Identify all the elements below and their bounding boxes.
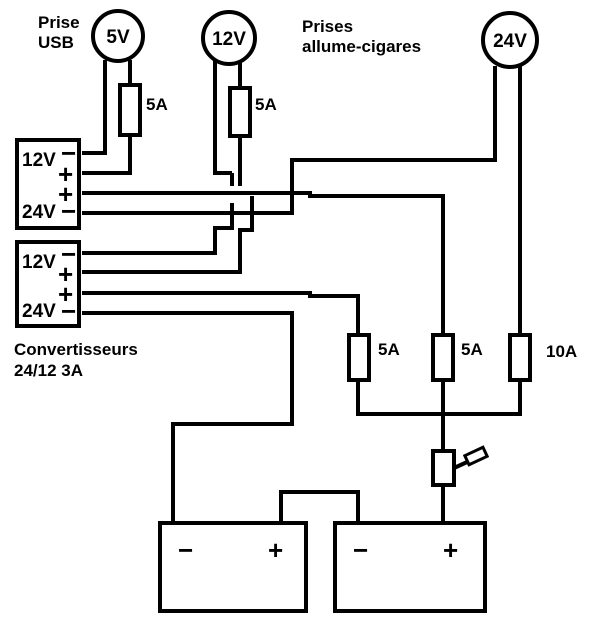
fuse-12v-rating: 5A	[255, 95, 277, 114]
wire-fuse-bus	[356, 382, 522, 416]
lighter-socket-12v-label: 12V	[212, 29, 246, 50]
converter-1-out-voltage: 12V	[22, 150, 56, 171]
converter-2-in-voltage: 24V	[22, 301, 56, 322]
battery-1: − +	[158, 521, 308, 613]
converter-2-out-plus: +	[58, 259, 73, 289]
wire-usb-fuse-out	[82, 137, 132, 175]
lighter-socket-24v: 24V	[481, 11, 539, 69]
converters-label-line1: Convertisseurs	[14, 340, 138, 359]
usb-socket-label: 5V	[106, 27, 130, 48]
converter-1-out-minus: −	[61, 138, 76, 168]
battery-2-minus: −	[353, 535, 368, 565]
wires	[82, 60, 522, 525]
usb-label-line1: Prise	[38, 13, 80, 32]
wire-12v-left	[213, 60, 232, 175]
wire-12v-left-hop	[82, 203, 234, 255]
usb-socket: 5V	[91, 9, 145, 63]
converter-2-out-voltage: 12V	[22, 252, 56, 273]
converter-1-in-plus: +	[58, 179, 73, 209]
converter-2-in-plus: +	[58, 279, 73, 309]
lighter-label-line1: Prises	[302, 17, 353, 36]
fuse-usb	[118, 83, 142, 137]
fuse-converter-rating: 5A	[378, 340, 400, 359]
converter-1-in-voltage: 24V	[22, 202, 56, 223]
fuse-12v	[228, 86, 252, 138]
lighter-label-line2: allume-cigares	[302, 37, 421, 56]
wire-12v-right-hop	[82, 196, 254, 274]
wire-conv2-minus	[82, 311, 294, 525]
lighter-socket-24v-label: 24V	[493, 31, 527, 52]
converter-2: 12V − + + 24V −	[15, 239, 81, 328]
battery-2: − +	[333, 521, 487, 613]
battery-1-plus: +	[268, 535, 283, 565]
fuse-24v-rating: 10A	[546, 342, 577, 361]
converter-1-in-minus: −	[61, 196, 76, 226]
wire-usb-left	[82, 60, 107, 155]
wire-conv2-plus	[82, 291, 360, 333]
battery-2-plus: +	[443, 535, 458, 565]
converter-1-out-plus: +	[58, 159, 73, 189]
fuse-main-rating: 5A	[461, 340, 483, 359]
lighter-socket-12v: 12V	[201, 10, 257, 66]
wire-conv1-minus	[82, 66, 497, 215]
fuse-converter	[347, 333, 371, 382]
converter-2-in-minus: −	[61, 296, 76, 326]
converters-label-line2: 24/12 3A	[14, 361, 83, 380]
wire-conv1-plus	[82, 191, 445, 333]
wire-battery-link	[279, 490, 360, 525]
converter-2-out-minus: −	[61, 239, 76, 269]
fuse-usb-rating: 5A	[146, 95, 168, 114]
usb-label-line2: USB	[38, 33, 74, 52]
converter-1: 12V − + + 24V −	[15, 138, 81, 230]
toggle-switch	[431, 445, 490, 487]
fuse-24v	[508, 333, 532, 382]
battery-1-minus: −	[178, 535, 193, 565]
fuse-main	[431, 333, 455, 382]
